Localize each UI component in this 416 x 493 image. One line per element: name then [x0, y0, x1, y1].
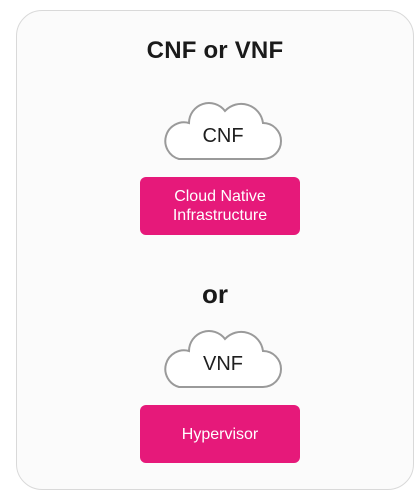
vnf-cloud: VNF: [159, 319, 289, 391]
hypervisor-box: Hypervisor: [140, 405, 300, 463]
cnf-label: CNF: [202, 125, 244, 147]
cloud-icon: [164, 102, 282, 160]
vnf-label: VNF: [203, 353, 243, 375]
diagram-title: CNF or VNF: [146, 37, 284, 64]
or-separator: or: [202, 279, 228, 309]
diagram-card: CNF or VNF CNF Cloud Native Infrastructu…: [16, 10, 414, 490]
cloud-native-infrastructure-box: Cloud Native Infrastructure: [140, 177, 300, 235]
cloud-icon: [164, 330, 282, 388]
cnf-cloud: CNF: [159, 91, 289, 163]
